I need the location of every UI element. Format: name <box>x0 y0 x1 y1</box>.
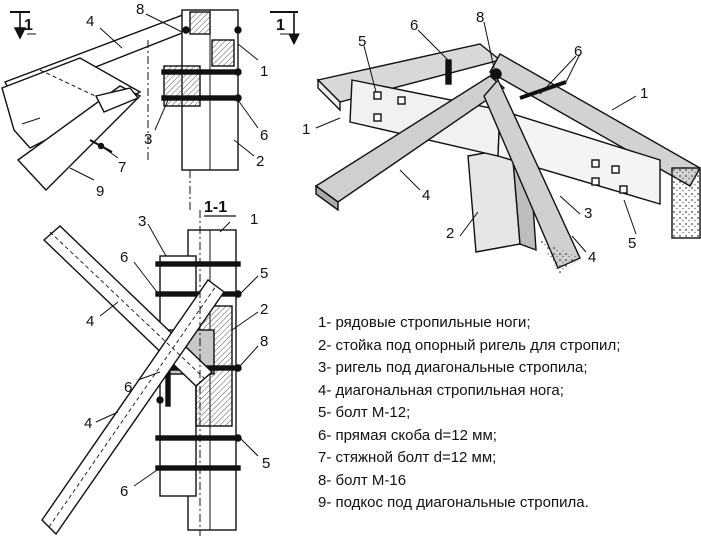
legend-item-8: 8- болт М-16 <box>318 471 407 489</box>
bolt-5-group <box>373 91 628 194</box>
section-mark-left: 1 <box>24 17 33 34</box>
section-mark-right: 1 <box>276 17 285 34</box>
section-marker-left <box>10 11 36 40</box>
callout-1: 1 <box>640 85 648 102</box>
callout-6: 6 <box>120 483 128 500</box>
callout-5: 5 <box>262 455 270 472</box>
callout-2: 2 <box>256 153 264 170</box>
callout-labels: 1 1 1-1 4 8 1 3 6 2 7 9 3 1 6 5 4 2 8 6 … <box>24 1 648 500</box>
callout-1: 1 <box>250 211 258 228</box>
callout-3: 3 <box>144 131 152 148</box>
callout-4: 4 <box>588 249 596 266</box>
callout-6: 6 <box>124 379 132 396</box>
legend-item-5: 5- болт М-12; <box>318 404 411 421</box>
callout-2: 2 <box>446 225 454 242</box>
callout-2: 2 <box>260 301 268 318</box>
callout-3: 3 <box>584 205 592 222</box>
beam-3-right-3d <box>497 109 661 205</box>
callout-1: 1 <box>260 63 268 80</box>
legend-item-4: 4- диагональная стропильная нога; <box>318 381 564 399</box>
callout-4: 4 <box>86 13 94 30</box>
callout-1: 1 <box>302 121 310 138</box>
callout-9: 9 <box>96 183 104 200</box>
top-left-view <box>1 9 259 210</box>
callout-5: 5 <box>260 265 268 282</box>
section-marker-right <box>270 11 300 46</box>
legend-item-7: 7- стяжной болт d=12 мм; <box>318 449 497 466</box>
section-1-1-view <box>41 210 259 536</box>
legend-item-2: 2- стойка под опорный ригель для стропил… <box>318 336 621 354</box>
section-title: 1-1 <box>204 199 227 216</box>
callout-7: 7 <box>118 159 126 176</box>
callout-5: 5 <box>628 235 636 252</box>
callout-4: 4 <box>86 313 94 330</box>
callout-6: 6 <box>260 127 268 144</box>
legend-item-3: 3- ригель под диагональные стропила; <box>318 359 588 376</box>
legend-item-9: 9- подкос под диагональные стропила. <box>318 494 589 511</box>
legend-item-6: 6- прямая скоба d=12 мм; <box>318 426 497 444</box>
callout-8: 8 <box>136 1 144 18</box>
post-2-3d <box>467 147 521 253</box>
callout-8: 8 <box>260 333 268 350</box>
callout-8: 8 <box>476 9 484 26</box>
legend: 1- рядовые стропильные ноги; 2- стойка п… <box>318 312 698 515</box>
diagonal-rafter-lower <box>41 279 225 536</box>
callout-5: 5 <box>358 33 366 50</box>
callout-4: 4 <box>84 415 92 432</box>
strut-9 <box>16 85 142 192</box>
legend-item-1: 1- рядовые стропильные ноги; <box>318 314 531 331</box>
callout-6: 6 <box>410 17 418 34</box>
isometric-view <box>314 21 701 276</box>
callout-6: 6 <box>120 249 128 266</box>
callout-3: 3 <box>138 213 146 230</box>
callout-4: 4 <box>422 187 430 204</box>
callout-6: 6 <box>574 43 582 60</box>
